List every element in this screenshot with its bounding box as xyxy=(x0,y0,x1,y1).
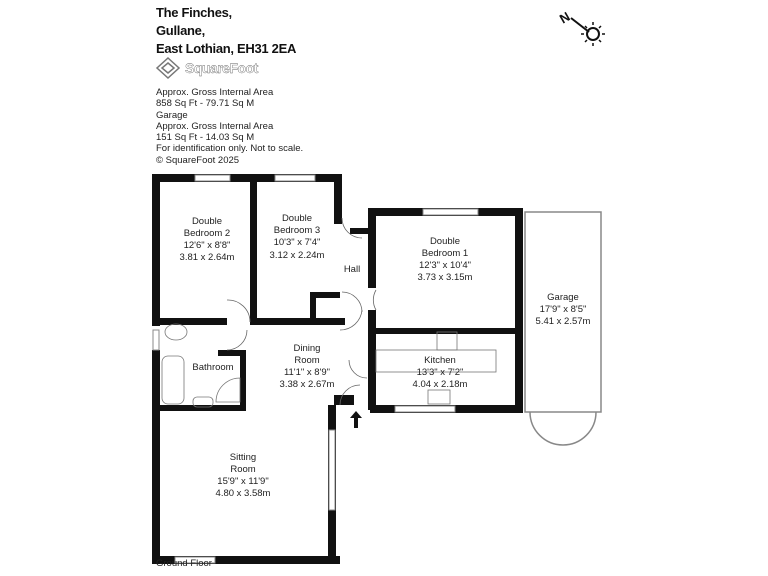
info-line: © SquareFoot 2025 xyxy=(156,154,240,166)
windows xyxy=(152,174,479,564)
room-dimensions-metric: 4.04 x 2.18m xyxy=(413,379,468,390)
room-dimensions-metric: 5.41 x 2.57m xyxy=(536,316,591,327)
fixtures xyxy=(161,323,497,408)
room-dining-room: Dining Room 11'1" x 8'9" 3.38 x 2.67m xyxy=(280,343,335,390)
room-double-bedroom-3: Double Bedroom 3 10'3" x 7'4" 3.12 x 2.2… xyxy=(270,213,325,261)
address-line: The Finches, xyxy=(156,5,232,20)
doors xyxy=(226,217,377,406)
logo-mark-icon xyxy=(155,56,181,80)
squarefoot-logo: SquareFoot xyxy=(155,56,258,80)
room-dimensions-imperial: 13'3" x 7'2" xyxy=(417,367,464,378)
address-line: East Lothian, EH31 2EA xyxy=(156,41,297,56)
room-name: Bedroom 3 xyxy=(274,225,320,236)
area-info: Approx. Gross Internal Area 858 Sq Ft - … xyxy=(156,87,303,166)
room-dimensions-imperial: 12'6" x 8'8" xyxy=(184,240,231,251)
room-name: Garage xyxy=(547,292,579,303)
info-line: 858 Sq Ft - 79.71 Sq M xyxy=(156,98,255,110)
room-name: Bathroom xyxy=(192,362,233,373)
room-dimensions-metric: 3.81 x 2.64m xyxy=(180,252,235,263)
info-line: Approx. Gross Internal Area xyxy=(156,120,274,132)
room-name: Room xyxy=(230,464,255,475)
room-name: Dining xyxy=(294,343,321,354)
room-kitchen: Kitchen 13'3" x 7'2" 4.04 x 2.18m xyxy=(413,355,468,390)
room-name: Hall xyxy=(344,264,360,275)
room-name: Double xyxy=(192,216,222,227)
room-name: Room xyxy=(294,355,319,366)
room-double-bedroom-2: Double Bedroom 2 12'6" x 8'8" 3.81 x 2.6… xyxy=(180,216,235,263)
room-name: Double xyxy=(282,213,312,224)
room-dimensions-imperial: 12'3" x 10'4" xyxy=(419,260,471,271)
room-double-bedroom-1: Double Bedroom 1 12'3" x 10'4" 3.73 x 3.… xyxy=(418,236,473,283)
compass-icon: N xyxy=(557,9,605,46)
room-dimensions-metric: 4.80 x 3.58m xyxy=(216,488,271,499)
info-line: 151 Sq Ft - 14.03 Sq M xyxy=(156,132,255,144)
logo-text: SquareFoot xyxy=(185,60,259,76)
floor-label: Ground Floor xyxy=(156,558,212,569)
room-hall: Hall xyxy=(344,264,360,275)
info-line: For identification only. Not to scale. xyxy=(156,143,304,155)
room-name: Bedroom 2 xyxy=(184,228,230,239)
room-name: Kitchen xyxy=(424,355,456,366)
room-dimensions-imperial: 17'9" x 8'5" xyxy=(540,304,587,315)
room-dimensions-imperial: 15'9" x 11'9" xyxy=(217,476,268,487)
room-dimensions-imperial: 10'3" x 7'4" xyxy=(274,237,321,248)
room-garage: Garage 17'9" x 8'5" 5.41 x 2.57m xyxy=(536,292,591,327)
room-dimensions-metric: 3.73 x 3.15m xyxy=(418,272,473,283)
room-name: Bedroom 1 xyxy=(422,248,468,259)
room-name: Double xyxy=(430,236,460,247)
info-line: Approx. Gross Internal Area xyxy=(156,87,274,98)
entrance-arrow-icon xyxy=(350,411,362,428)
room-sitting-room: Sitting Room 15'9" x 11'9" 4.80 x 3.58m xyxy=(216,452,271,499)
room-bathroom: Bathroom xyxy=(192,362,233,373)
room-name: Sitting xyxy=(230,452,256,463)
room-dimensions-imperial: 11'1" x 8'9" xyxy=(284,367,330,378)
property-address: The Finches, Gullane, East Lothian, EH31… xyxy=(156,4,296,58)
address-line: Gullane, xyxy=(156,23,205,38)
info-line: Garage xyxy=(156,109,188,121)
room-dimensions-metric: 3.12 x 2.24m xyxy=(270,250,325,261)
garage-outline xyxy=(524,211,602,446)
room-dimensions-metric: 3.38 x 2.67m xyxy=(280,379,335,390)
